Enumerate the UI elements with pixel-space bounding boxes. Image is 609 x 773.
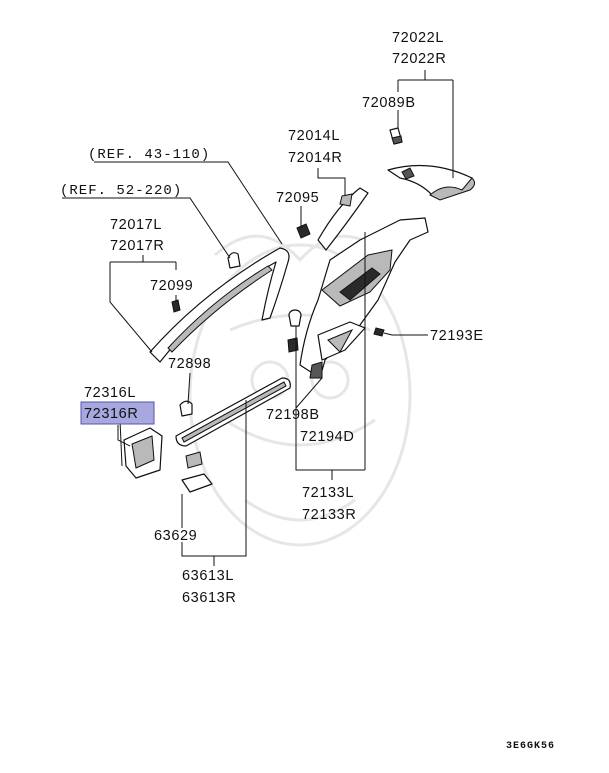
label-72193e: 72193E	[430, 328, 484, 344]
highlight-box	[80, 401, 155, 425]
part-72898-shape	[179, 400, 193, 417]
label-72133-r: 72133R	[302, 507, 356, 523]
label-72194d: 72194D	[300, 429, 354, 445]
part-72133-shape	[299, 217, 429, 379]
label-72133: 72133L 72133R	[302, 485, 356, 523]
part-72095-shape	[296, 223, 311, 239]
label-72316: 72316L 72316R	[80, 385, 155, 425]
label-ref-43-110: (REF. 43-110)	[88, 147, 210, 163]
part-72017-shape	[149, 247, 290, 363]
label-72014-l: 72014L	[288, 128, 340, 144]
label-72017: 72017L 72017R	[110, 217, 164, 254]
part-63629-shape	[181, 451, 213, 493]
label-72017-r: 72017R	[110, 238, 164, 254]
label-ref-52-220: (REF. 52-220)	[60, 183, 182, 199]
label-72022: 72022L 72022R	[392, 30, 446, 67]
part-72089b-shape	[389, 127, 403, 145]
label-72089b: 72089B	[362, 95, 416, 111]
label-63613-r: 63613R	[182, 590, 236, 606]
label-63629: 63629	[154, 528, 197, 544]
part-63613-shape	[175, 377, 291, 447]
diagram-code: 3E6GK56	[506, 741, 555, 752]
label-72022-l: 72022L	[392, 30, 444, 46]
part-72014-shape	[317, 187, 369, 251]
part-72193e-shape	[373, 327, 393, 337]
part-72099-shape	[227, 252, 241, 269]
label-63613: 63613L 63613R	[182, 568, 236, 606]
label-72022-r: 72022R	[392, 51, 446, 67]
label-72316-r[interactable]: 72316R	[84, 406, 138, 422]
label-63613-l: 63613L	[182, 568, 234, 584]
part-72198b-shape	[288, 309, 302, 327]
label-72198b: 72198B	[266, 407, 320, 423]
label-72316-l: 72316L	[84, 385, 136, 401]
label-72095: 72095	[276, 190, 319, 206]
part-72316-shape	[123, 427, 163, 479]
label-72014: 72014L 72014R	[288, 128, 342, 166]
part-72022-shape	[387, 164, 476, 201]
label-72898: 72898	[168, 356, 211, 372]
label-72014-r: 72014R	[288, 150, 342, 166]
label-72099: 72099	[150, 278, 193, 294]
leader-lines	[62, 70, 454, 566]
label-72017-l: 72017L	[110, 217, 162, 233]
label-72133-l: 72133L	[302, 485, 354, 501]
